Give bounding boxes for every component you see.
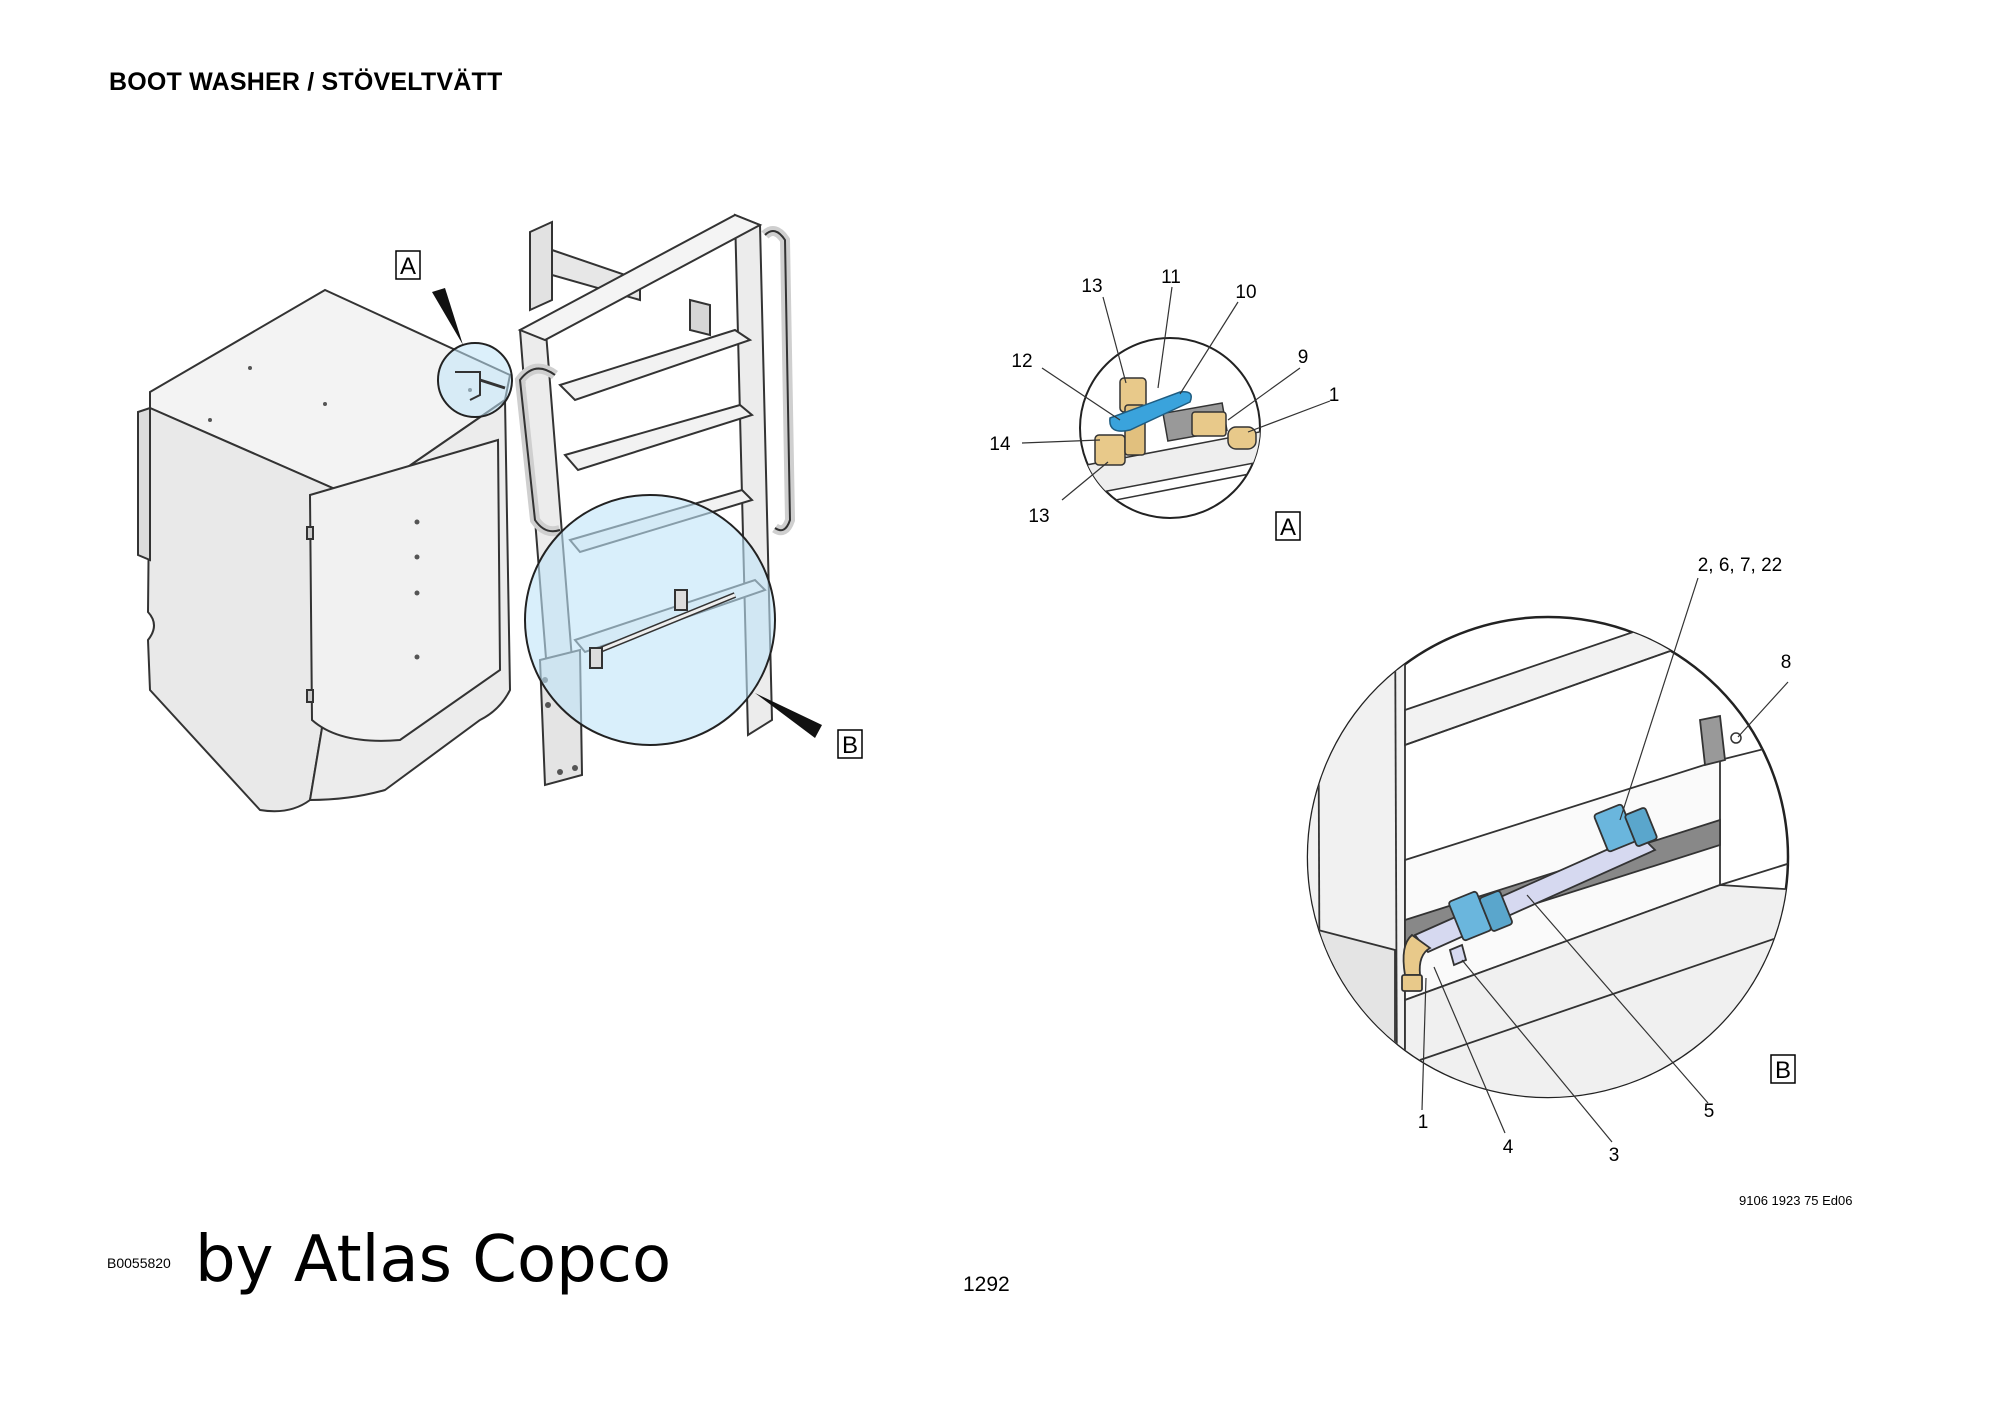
callout-a-9: 9: [1298, 347, 1309, 368]
marker-b-main: B: [837, 729, 863, 759]
callout-a-13-top: 13: [1081, 276, 1102, 297]
detail-b-zoom-circle: [524, 494, 822, 746]
ladder-wall-bracket: [529, 220, 553, 312]
marker-b-detail: B: [1770, 1054, 1796, 1084]
watermark-text: by Atlas Copco: [195, 1223, 672, 1297]
document-code: 9106 1923 75 Ed06: [1739, 1193, 1853, 1208]
callout-a-14: 14: [989, 434, 1011, 455]
brass-connector: [1227, 426, 1257, 450]
ladder-step-1: [558, 328, 753, 402]
valve-handle-blue: [1109, 390, 1192, 432]
callout-a-10: 10: [1235, 282, 1256, 303]
callout-b-1: 1: [1418, 1112, 1429, 1133]
page-number: 1292: [963, 1273, 1010, 1296]
detail-a: 13 11 10 12 9 1 14 13 A: [989, 267, 1339, 541]
detail-b: 2, 6, 7, 22 8 5 1 4 3 B: [1306, 555, 1796, 1166]
marker-a-detail: A: [1275, 511, 1301, 541]
detail-a-zoom-circle: [432, 288, 513, 418]
cabinet-side: [146, 406, 362, 813]
svg-text:A: A: [1280, 514, 1296, 541]
callout-b-5: 5: [1704, 1101, 1715, 1122]
figure-code: B0055820: [107, 1255, 171, 1271]
page-title: BOOT WASHER / STÖVELTVÄTT: [109, 68, 503, 96]
svg-text:B: B: [842, 732, 858, 759]
callout-b-2-6-7-22: 2, 6, 7, 22: [1698, 555, 1783, 576]
callout-a-1: 1: [1329, 385, 1340, 406]
callout-a-11: 11: [1161, 267, 1181, 288]
brass-nipple: [1191, 411, 1227, 437]
callout-b-4: 4: [1503, 1137, 1514, 1158]
ladder-top: [517, 213, 763, 342]
svg-text:A: A: [400, 253, 416, 280]
callout-b-8: 8: [1781, 652, 1792, 673]
marker-a-main: A: [395, 250, 421, 280]
callout-a-13-bottom: 13: [1028, 506, 1049, 527]
ladder-step-2: [563, 403, 755, 472]
callout-b-3: 3: [1609, 1145, 1620, 1166]
callout-a-12: 12: [1011, 351, 1032, 372]
cabinet-bracket: [137, 406, 151, 562]
cabinet-door: [308, 438, 502, 742]
svg-text:B: B: [1775, 1057, 1791, 1084]
